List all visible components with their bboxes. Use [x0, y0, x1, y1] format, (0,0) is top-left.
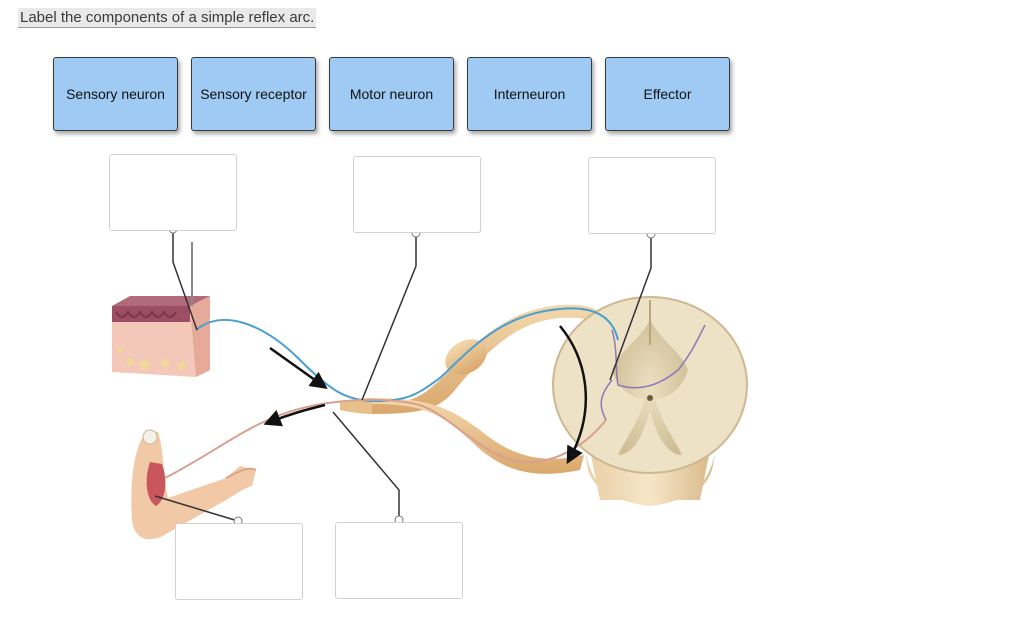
spinal-cord-section: [552, 296, 748, 506]
arm-illustration: [131, 429, 257, 540]
label-tile-sensory-neuron[interactable]: Sensory neuron: [53, 57, 178, 131]
motor-neuron-path: [164, 398, 607, 479]
interneuron-path: [600, 324, 706, 421]
spinal-nerve: [340, 304, 618, 474]
label-tile-interneuron[interactable]: Interneuron: [467, 57, 592, 131]
label-tile-effector[interactable]: Effector: [605, 57, 730, 131]
question-prompt: Label the components of a simple reflex …: [18, 8, 317, 28]
drop-target-4[interactable]: [175, 523, 303, 600]
drop-target-3[interactable]: [588, 157, 716, 234]
sensory-neuron-path: [195, 307, 619, 403]
label-tile-motor-neuron[interactable]: Motor neuron: [329, 57, 454, 131]
drop-target-5[interactable]: [335, 522, 463, 599]
drop-target-2[interactable]: [353, 156, 481, 233]
label-tile-sensory-receptor[interactable]: Sensory receptor: [191, 57, 316, 131]
drop-target-1[interactable]: [109, 154, 237, 231]
direction-arrows: [263, 325, 587, 465]
skin-block: [112, 242, 210, 377]
leader-lines: [154, 229, 652, 522]
